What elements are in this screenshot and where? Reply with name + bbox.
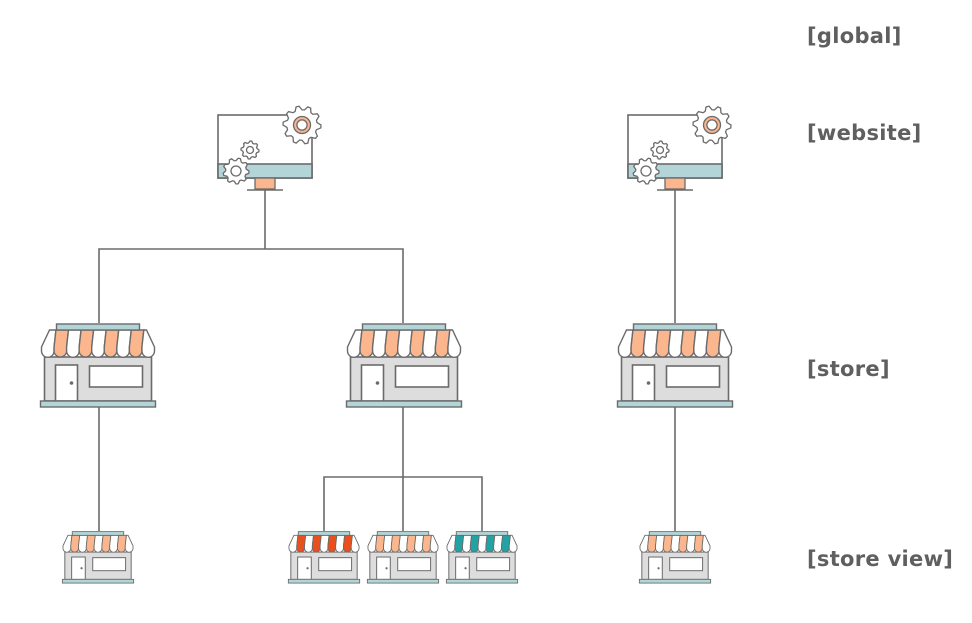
store-icon-2 — [345, 323, 463, 408]
store-view-icon-5 — [638, 531, 712, 584]
website-icon-1 — [217, 105, 322, 191]
website1-to-stores-connector — [98, 190, 404, 323]
store-view-icon-3 — [366, 531, 440, 584]
store-view-icon-2 — [287, 531, 361, 584]
store-view-icon-1 — [61, 531, 135, 584]
website-icon-2 — [627, 105, 732, 191]
level-label-website: [website] — [807, 121, 922, 145]
level-label-global: [global] — [807, 24, 902, 48]
store2-to-views-connector — [323, 407, 483, 531]
level-label-store: [store] — [807, 357, 890, 381]
store-view-icon-4 — [445, 531, 519, 584]
store-icon-1 — [39, 323, 157, 408]
level-label-store-view: [store view] — [807, 547, 954, 571]
store-icon-3 — [616, 323, 734, 408]
connector-lines — [98, 190, 676, 531]
